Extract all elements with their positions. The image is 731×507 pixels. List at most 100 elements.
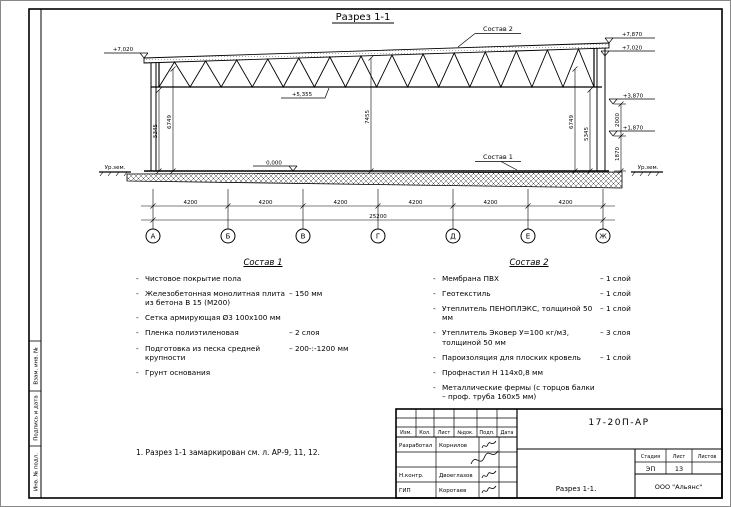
bullet: - bbox=[136, 313, 139, 323]
elev-right-mid: +3,870 bbox=[623, 94, 644, 100]
item-text: Сетка армирующая Ø3 100х100 мм bbox=[145, 313, 281, 323]
signature-1 bbox=[481, 440, 497, 449]
bullet: - bbox=[433, 352, 436, 362]
bullet: - bbox=[136, 289, 139, 299]
tb-stage-label: Стадия bbox=[641, 454, 660, 460]
bay-dim-2: 4200 bbox=[259, 200, 273, 206]
item-text: Утеплитель Эковер У=100 кг/м3, толщиной … bbox=[442, 328, 570, 347]
signature-3 bbox=[481, 470, 497, 479]
section-title-text: Разрез 1-1 bbox=[336, 12, 391, 23]
list-item: -Геотекстиль– 1 слой bbox=[433, 289, 723, 298]
list-item: -Грунт основания bbox=[136, 368, 431, 377]
axis-e: Е bbox=[526, 233, 530, 241]
vdim-annex-lower: 1870 bbox=[615, 147, 621, 161]
elevation-marks: +7,020 +7,870 +7,020 +3,870 +1,870 0,000… bbox=[104, 32, 655, 172]
item-value: – 1 слой bbox=[600, 304, 631, 314]
tb-role-3: Н.контр. bbox=[399, 473, 424, 479]
item-value: – 3 слоя bbox=[600, 328, 631, 338]
signature-2 bbox=[470, 450, 499, 465]
tb-name-1: Корнилов bbox=[439, 443, 467, 449]
sheet-frame bbox=[28, 8, 723, 499]
callout-roof: Состав 2 bbox=[483, 25, 513, 33]
axis-bubbles: А Б В Г Д Е Ж bbox=[145, 228, 611, 244]
item-text: Утеплитель ПЕНОПЛЭКС, толщиной 50 мм bbox=[442, 304, 593, 323]
tb-name-3: Двоеглазов bbox=[439, 473, 473, 479]
bullet: - bbox=[433, 328, 436, 338]
margin-labels: Взам. инв. № Подпись и дата Инв. № подл. bbox=[34, 347, 40, 491]
item-text: Геотекстиль bbox=[442, 289, 491, 299]
bullet: - bbox=[433, 382, 436, 392]
tb-col-izm: Изм. bbox=[400, 430, 412, 436]
sostav1-list: Состав 1 -Чистовое покрытие пола -Железо… bbox=[136, 258, 431, 377]
bay-dim-5: 4200 bbox=[484, 200, 498, 206]
bullet: - bbox=[433, 304, 436, 314]
margin-label-podpis-data: Подпись и дата bbox=[34, 395, 40, 441]
tb-stage-value: ЭП bbox=[646, 465, 656, 473]
vdim-left-outer: 6749 bbox=[167, 115, 173, 129]
vertical-dimensions: 5345 6749 7455 6749 5345 2000 1870 bbox=[153, 55, 626, 174]
item-text: Профнастил Н 114х0,8 мм bbox=[442, 367, 544, 377]
bay-dim-1: 4200 bbox=[184, 200, 198, 206]
item-text: Пароизоляция для плоских кровель bbox=[442, 352, 581, 362]
tb-col-ndok: №док. bbox=[457, 430, 474, 436]
item-text: Железобетонная монолитная плита из бетон… bbox=[145, 289, 285, 308]
item-value: – 2 слоя bbox=[289, 328, 320, 338]
item-value: – 1 слой bbox=[600, 352, 631, 362]
sostav2-list: Состав 2 -Мембрана ПВХ– 1 слой -Геотекст… bbox=[433, 258, 723, 401]
elev-right-peak: +7,870 bbox=[622, 32, 643, 38]
tb-sheet-title: Разрез 1-1. bbox=[556, 485, 597, 493]
sostav1-title: Состав 1 bbox=[243, 258, 283, 268]
tb-col-data: Дата bbox=[501, 430, 514, 436]
vdim-right-outer: 6749 bbox=[569, 115, 575, 129]
item-text: Пленка полиэтиленовая bbox=[145, 328, 239, 338]
item-text: Подготовка из песка средней крупности bbox=[145, 343, 261, 362]
axis-zh: Ж bbox=[599, 233, 607, 241]
list-item: -Профнастил Н 114х0,8 мм bbox=[433, 368, 723, 377]
elev-left-top: +7,020 bbox=[113, 47, 134, 53]
list-item: -Утеплитель ПЕНОПЛЭКС, толщиной 50 мм – 1… bbox=[433, 304, 723, 322]
item-value: – 1 слой bbox=[600, 274, 631, 283]
roof-slab bbox=[143, 42, 610, 64]
ground-right-label: Ур.зем. bbox=[638, 165, 659, 171]
elev-zero: 0,000 bbox=[266, 161, 282, 167]
item-text: Металлические фермы (с торцов балки – пр… bbox=[442, 382, 595, 401]
signature-4 bbox=[481, 485, 497, 494]
bay-dim-4: 4200 bbox=[409, 200, 423, 206]
callout-floor: Состав 1 bbox=[483, 153, 513, 161]
bullet: - bbox=[136, 343, 139, 353]
bay-dim-6: 4200 bbox=[559, 200, 573, 206]
title-block-text: 17-20П-АР Изм. Кол. Лист №док. Подп. Дат… bbox=[399, 418, 716, 494]
tb-company: ООО "Альянс" bbox=[655, 483, 703, 491]
title-block bbox=[395, 408, 723, 499]
tb-name-4: Коротаев bbox=[439, 488, 466, 494]
tb-role-4: ГИП bbox=[399, 488, 411, 494]
horizontal-dimensions: 4200 4200 4200 4200 4200 4200 25200 bbox=[141, 189, 615, 229]
tb-col-list: Лист bbox=[438, 430, 451, 436]
item-text: Грунт основания bbox=[145, 367, 211, 377]
total-dim: 25200 bbox=[369, 214, 387, 220]
list-item: -Пароизоляция для плоских кровель – 1 сло… bbox=[433, 353, 723, 362]
vdim-right-inner: 5345 bbox=[584, 127, 590, 141]
item-value: – 150 мм bbox=[289, 289, 323, 299]
bullet: - bbox=[433, 274, 436, 283]
bullet: - bbox=[433, 289, 436, 299]
tb-role-1: Разработал bbox=[399, 443, 433, 449]
vdim-annex-upper: 2000 bbox=[615, 113, 621, 127]
list-item: -Утеплитель Эковер У=100 кг/м3, толщиной… bbox=[433, 328, 723, 346]
building-section bbox=[126, 42, 623, 189]
axis-b: Б bbox=[226, 233, 231, 241]
ground-level-marks: Ур.зем. Ур.зем. bbox=[99, 165, 663, 177]
axis-g: Г bbox=[376, 233, 380, 241]
bullet: - bbox=[136, 367, 139, 377]
drawing-note: 1. Разрез 1-1 замаркирован см. л. АР-9, … bbox=[136, 448, 320, 457]
margin-label-inv-podl: Инв. № подл. bbox=[34, 453, 40, 491]
list-item: -Мембрана ПВХ– 1 слой bbox=[433, 274, 723, 283]
floor-slab bbox=[126, 171, 623, 189]
sostav2-title: Состав 2 bbox=[509, 258, 549, 268]
vdim-left-inner: 5345 bbox=[153, 124, 159, 138]
elev-right-top: +7,020 bbox=[622, 46, 643, 52]
tb-sheet-label: Лист bbox=[673, 454, 686, 460]
vdim-center: 7455 bbox=[365, 110, 371, 124]
